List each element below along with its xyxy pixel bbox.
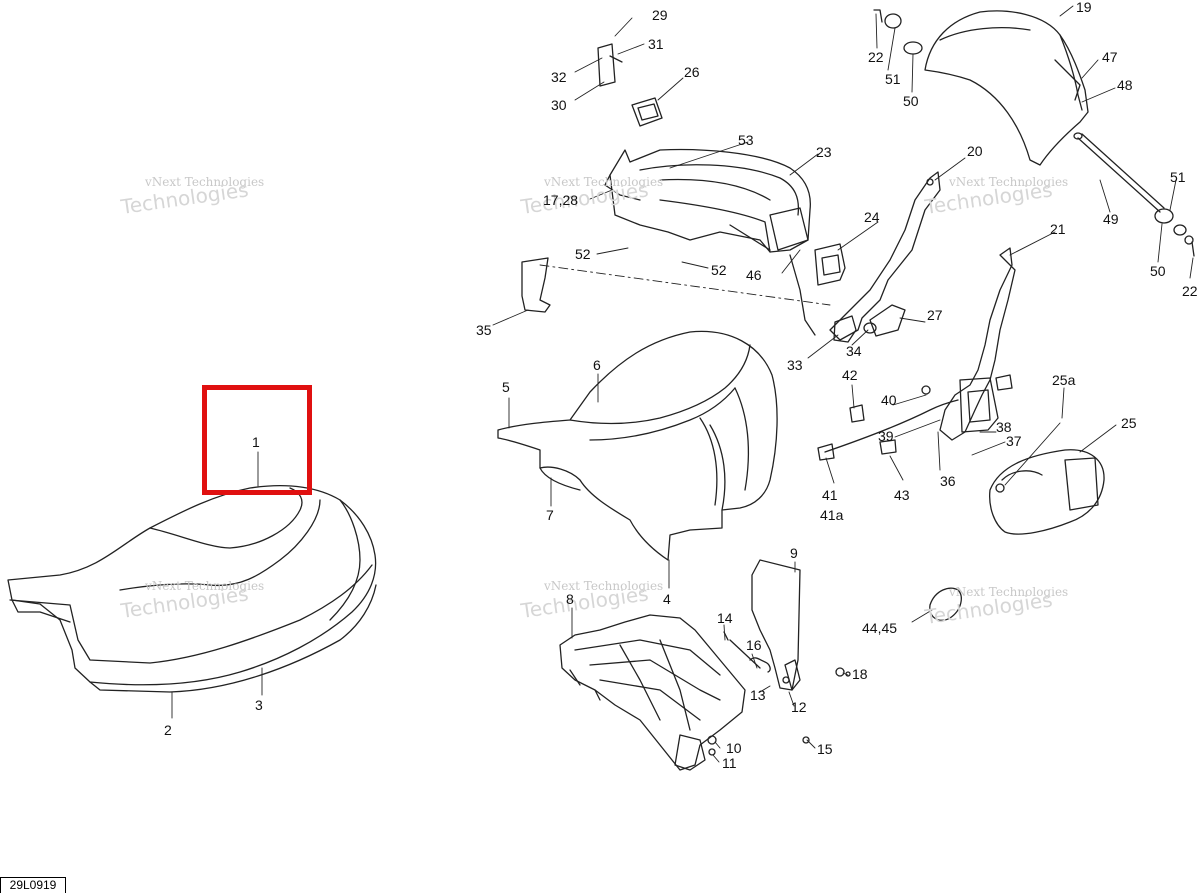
callout-label[interactable]: 46: [746, 267, 762, 283]
callout-label[interactable]: 8: [566, 591, 574, 607]
callout-label[interactable]: 4: [663, 591, 671, 607]
callout-label[interactable]: 6: [593, 357, 601, 373]
callout-label[interactable]: 35: [476, 322, 492, 338]
callout-label[interactable]: 52: [711, 262, 727, 278]
callout-label[interactable]: 32: [551, 69, 567, 85]
watermark-text: vNext Technologies: [144, 579, 264, 593]
callout-label[interactable]: 25a: [1052, 372, 1076, 388]
watermark-text: vNext Technologies: [543, 175, 663, 189]
lock-parts[interactable]: [814, 243, 906, 343]
one-piece-seat-part[interactable]: [7, 485, 377, 693]
callout-label[interactable]: 21: [1050, 221, 1066, 237]
callout-label[interactable]: 11: [722, 755, 737, 771]
callout-label[interactable]: 23: [816, 144, 832, 160]
callout-label[interactable]: 41: [822, 487, 838, 503]
callout-label[interactable]: 33: [787, 357, 803, 373]
callout-label[interactable]: 12: [791, 699, 807, 715]
callout-label[interactable]: 40: [881, 392, 897, 408]
callout-label[interactable]: 17,28: [543, 192, 578, 208]
callout-label[interactable]: 41a: [820, 507, 844, 523]
callout-label[interactable]: 29: [652, 7, 668, 23]
callout-label[interactable]: 50: [1150, 263, 1166, 279]
callout-label[interactable]: 24: [864, 209, 880, 225]
support-bracket-part[interactable]: [829, 171, 941, 341]
storage-compartment-part[interactable]: [604, 148, 816, 336]
selected-part-highlight: [202, 385, 312, 495]
mounting-plate-part[interactable]: [751, 559, 801, 691]
callout-label[interactable]: 30: [551, 97, 567, 113]
callout-label[interactable]: 47: [1102, 49, 1118, 65]
watermark-text: vNext Technologies: [543, 579, 663, 593]
callout-label[interactable]: 52: [575, 246, 591, 262]
callout-label[interactable]: 9: [790, 545, 798, 561]
watermark-text: vNext Technologies: [144, 175, 264, 189]
seat-base-part[interactable]: [559, 614, 746, 771]
callout-label[interactable]: 7: [546, 507, 554, 523]
callout-label[interactable]: 36: [940, 473, 956, 489]
callout-label[interactable]: 20: [967, 143, 983, 159]
callout-label[interactable]: 22: [1182, 283, 1198, 299]
driver-seat-part[interactable]: [497, 330, 778, 561]
callout-label[interactable]: 38: [996, 419, 1012, 435]
callout-label[interactable]: 50: [903, 93, 919, 109]
callout-labels: 1 2 3 4 5 6 7 8 9 10 11 12 13 14 15 16 1…: [164, 0, 1198, 771]
callout-label[interactable]: 5: [502, 379, 510, 395]
callout-label[interactable]: 10: [726, 740, 742, 756]
callout-label[interactable]: 49: [1103, 211, 1119, 227]
backrest-shaft-part[interactable]: [873, 9, 1195, 257]
callout-label[interactable]: 37: [1006, 433, 1022, 449]
callout-label[interactable]: 34: [846, 343, 862, 359]
callout-label[interactable]: 43: [894, 487, 910, 503]
callout-label[interactable]: 18: [852, 666, 868, 682]
callout-label[interactable]: 39: [878, 428, 894, 444]
latch-housing-part[interactable]: [989, 449, 1105, 535]
figure-code-label: 29L0919: [0, 877, 66, 893]
callout-label[interactable]: 51: [885, 71, 901, 87]
callout-label[interactable]: 27: [927, 307, 943, 323]
strap-part[interactable]: [521, 257, 551, 313]
callout-label[interactable]: 51: [1170, 169, 1186, 185]
backrest-part[interactable]: [924, 10, 1089, 166]
callout-label[interactable]: 16: [746, 637, 762, 653]
callout-label[interactable]: 15: [817, 741, 833, 757]
leader-lines: [171, 5, 1194, 763]
callout-label[interactable]: 13: [750, 687, 766, 703]
latch-bracket-part[interactable]: [939, 247, 1016, 441]
watermark-text: vNext Technologies: [948, 175, 1068, 189]
callout-label[interactable]: 2: [164, 722, 172, 738]
callout-label[interactable]: 22: [868, 49, 884, 65]
callout-label[interactable]: 19: [1076, 0, 1092, 15]
callout-label[interactable]: 25: [1121, 415, 1137, 431]
small-hardware-parts: [707, 631, 851, 756]
callout-label[interactable]: 3: [255, 697, 263, 713]
callout-label[interactable]: 53: [738, 132, 754, 148]
watermark-text: vNext Technologies: [948, 585, 1068, 599]
callout-label[interactable]: 48: [1117, 77, 1133, 93]
callout-label[interactable]: 31: [648, 36, 664, 52]
callout-label[interactable]: 26: [684, 64, 700, 80]
callout-label[interactable]: 44,45: [862, 620, 897, 636]
callout-label[interactable]: 1: [252, 434, 260, 450]
gasket-part[interactable]: [929, 587, 962, 621]
callout-label[interactable]: 42: [842, 367, 858, 383]
callout-label[interactable]: 14: [717, 610, 733, 626]
key-switch-parts[interactable]: [597, 43, 663, 127]
wiring-harness-parts[interactable]: [817, 385, 959, 461]
